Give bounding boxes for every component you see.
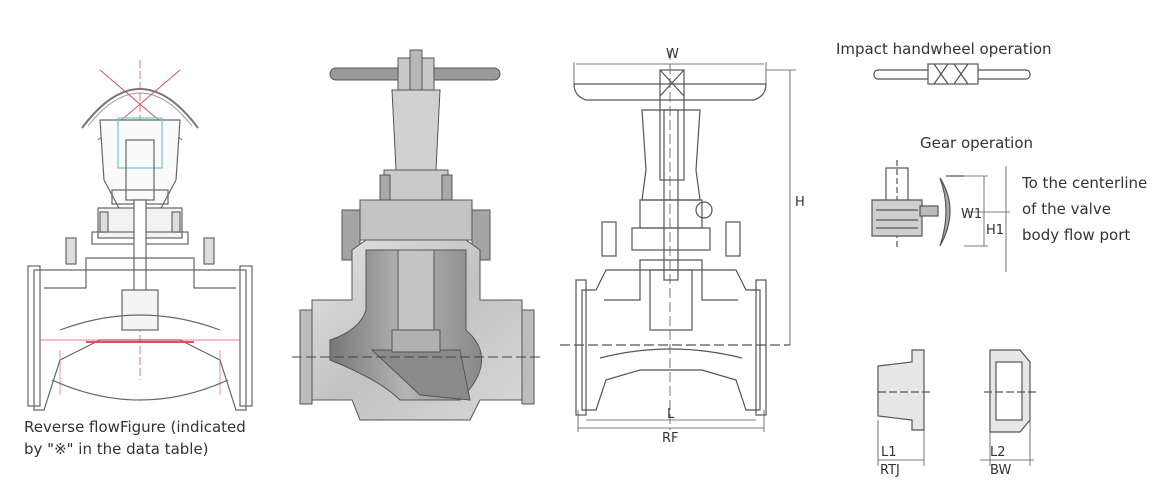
dim-rf-label: RF bbox=[662, 431, 679, 446]
gear-title: Gear operation bbox=[920, 134, 1033, 152]
cutaway-render bbox=[292, 49, 540, 421]
gear-operator-icon bbox=[871, 160, 964, 250]
dim-w1-label: W1 bbox=[961, 207, 982, 222]
impact-title: Impact handwheel operation bbox=[836, 40, 1052, 58]
impact-handwheel-icon bbox=[873, 63, 1031, 85]
bw-end-icon bbox=[980, 349, 1036, 466]
dimension-drawing bbox=[560, 50, 796, 432]
bw-label: BW bbox=[990, 463, 1011, 478]
dim-l-label: L bbox=[667, 407, 675, 422]
gear-note-line1: To the centerline bbox=[1021, 174, 1147, 192]
caption-line-1: Reverse flowFigure (indicated bbox=[24, 418, 246, 436]
rtj-dim-label: L1 bbox=[881, 445, 897, 460]
dim-h1-label: H1 bbox=[986, 223, 1004, 238]
rtj-end-icon bbox=[877, 349, 930, 466]
rtj-label: RTJ bbox=[880, 463, 900, 478]
gear-note-line2: of the valve bbox=[1022, 200, 1111, 218]
gear-note-line3: body flow port bbox=[1022, 226, 1130, 244]
caption-line-2: by "※" in the data table) bbox=[24, 440, 209, 458]
reverse-flow-caption: Reverse flowFigure (indicated by "※" in … bbox=[24, 416, 246, 460]
gear-dimensions bbox=[964, 166, 1010, 272]
dim-w-label: W bbox=[666, 47, 679, 62]
bw-dim-label: L2 bbox=[990, 445, 1006, 460]
reverse-flow-figure bbox=[27, 60, 253, 411]
dim-h-label: H bbox=[795, 195, 805, 210]
